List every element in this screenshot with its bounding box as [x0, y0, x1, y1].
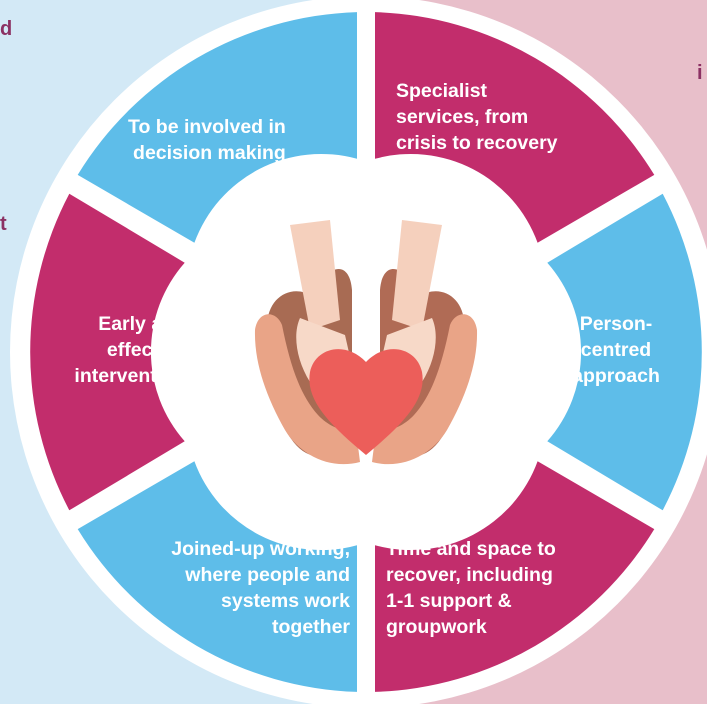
label-line: effective [106, 339, 186, 361]
segment-bottom-right [375, 461, 655, 692]
label-line: Person- [579, 313, 653, 335]
label-line: groupwork [386, 616, 487, 638]
segment-label-top-left: To be involved in decision making [128, 114, 286, 166]
label-line: Early and [98, 313, 186, 335]
edge-text-right-top: i [697, 62, 703, 84]
label-line: approach [572, 365, 660, 387]
label-line: crisis to recovery [396, 132, 558, 154]
segment-bottom-left [77, 461, 357, 692]
label-line: services, from [396, 106, 529, 128]
segment-label-bottom-left: Joined-up working, where people and syst… [96, 536, 350, 640]
segment-left [30, 193, 185, 511]
label-line: systems work [221, 590, 350, 612]
segment-top-left [77, 12, 357, 243]
label-line: Joined-up working, [171, 538, 350, 560]
label-line: centred [580, 339, 652, 361]
segment-label-left: Early and effective intervention [34, 311, 186, 389]
label-line: 1-1 support & [386, 590, 512, 612]
label-line: To be involved in [128, 116, 286, 138]
label-line: decision making [133, 142, 286, 164]
label-line: intervention [74, 365, 186, 387]
segment-right [547, 193, 702, 511]
segment-label-top-right: Specialist services, from crisis to reco… [396, 78, 558, 156]
edge-text-left-mid: t [0, 213, 7, 235]
edge-text-left-top: d [0, 18, 13, 40]
hands-holding-heart-icon [254, 220, 478, 465]
label-line: recover, including [386, 564, 553, 586]
label-line: where people and [185, 564, 350, 586]
label-line: Specialist [396, 80, 488, 102]
label-line: Time and space to [386, 538, 556, 560]
label-line: together [272, 616, 350, 638]
segment-top-right [375, 12, 655, 243]
segment-label-bottom-right: Time and space to recover, including 1-1… [386, 536, 556, 640]
segment-label-right: Person- centred approach [552, 311, 680, 389]
